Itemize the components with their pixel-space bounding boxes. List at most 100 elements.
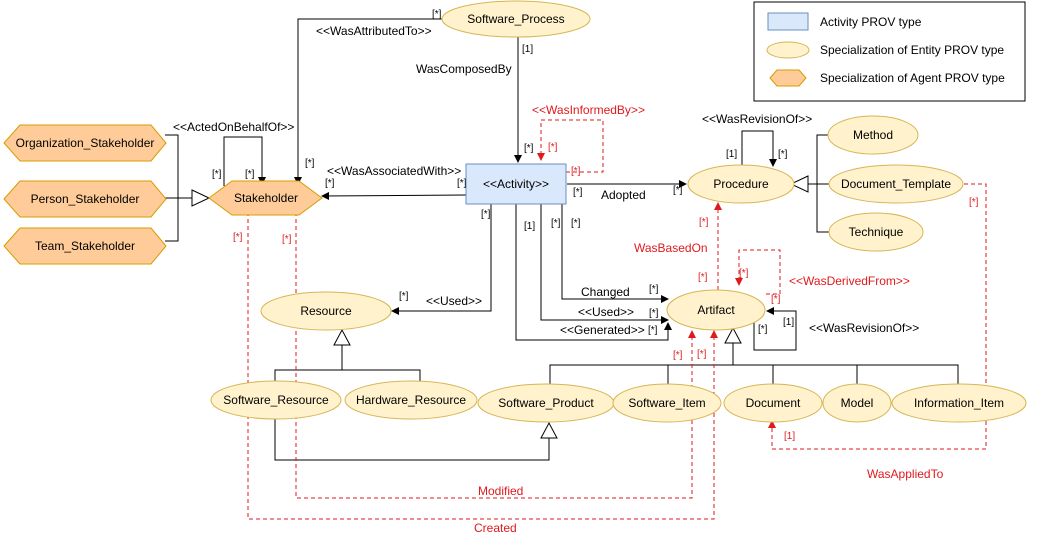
edge-artifact-revision	[753, 307, 797, 351]
node-document[interactable]: Document	[723, 383, 823, 423]
node-software-process-label: Software_Process	[467, 12, 564, 26]
node-technique-label: Technique	[849, 225, 904, 239]
node-method-label: Method	[853, 128, 893, 142]
label-adopted: Adopted	[601, 188, 646, 202]
mult-adopted-activity: [*]	[573, 187, 583, 198]
label-modified: Modified	[478, 484, 523, 498]
node-software-process[interactable]: Software_Process	[441, 0, 591, 38]
mult-associated-activity: [*]	[457, 178, 467, 189]
mult-used-resource: [*]	[399, 291, 409, 302]
node-organization-stakeholder[interactable]: Organization_Stakeholder	[3, 124, 167, 162]
mult-artifact-rev-a: [*]	[758, 324, 768, 335]
edge-procedure-revision	[741, 130, 777, 167]
legend-agent-label: Specialization of Agent PROV type	[820, 71, 1005, 85]
inheritance-stakeholder	[165, 134, 211, 242]
node-document-template-label: Document_Template	[841, 177, 951, 191]
edge-used-resource	[391, 204, 492, 315]
legend-activity-swatch	[767, 12, 809, 31]
node-software-resource[interactable]: Software_Resource	[210, 380, 342, 420]
mult-procedure-rev-b: [*]	[778, 149, 788, 160]
label-was-informed-by: <<WasInformedBy>>	[532, 103, 645, 117]
label-was-revision-of-procedure: <<WasRevisionOf>>	[702, 112, 812, 126]
node-artifact-label: Artifact	[697, 303, 735, 317]
node-hardware-resource-label: Hardware_Resource	[356, 393, 466, 407]
mult-informed-b: [*]	[571, 166, 581, 177]
label-used-resource: <<Used>>	[426, 294, 482, 308]
node-procedure[interactable]: Procedure	[687, 164, 795, 204]
mult-based-procedure: [*]	[699, 217, 709, 228]
node-person-stakeholder-label: Person_Stakeholder	[31, 192, 140, 206]
node-artifact[interactable]: Artifact	[666, 289, 766, 331]
mult-used-artifact-artifact: [*]	[649, 308, 659, 319]
node-software-resource-label: Software_Resource	[223, 393, 329, 407]
edge-was-applied-to	[768, 183, 987, 450]
label-created: Created	[474, 521, 517, 535]
node-organization-stakeholder-label: Organization_Stakeholder	[16, 136, 155, 150]
mult-generated-activity: [1]	[524, 221, 535, 232]
label-was-attributed-to: <<WasAttributedTo>>	[316, 24, 432, 38]
node-software-item-label: Software_Item	[628, 396, 705, 410]
edge-used-artifact	[540, 204, 669, 324]
mult-changed-artifact: [*]	[649, 284, 659, 295]
mult-attributed-process: [*]	[432, 9, 442, 20]
inheritance-artifact	[549, 326, 959, 384]
mult-behalf-a: [*]	[212, 169, 222, 180]
node-procedure-label: Procedure	[713, 177, 769, 191]
node-stakeholder[interactable]: Stakeholder	[208, 180, 323, 216]
node-software-product[interactable]: Software_Product	[477, 383, 615, 423]
node-software-item[interactable]: Software_Item	[612, 383, 722, 423]
node-method[interactable]: Method	[827, 115, 919, 155]
label-used-artifact: <<Used>>	[578, 305, 634, 319]
inheritance-procedure	[789, 134, 830, 233]
node-person-stakeholder[interactable]: Person_Stakeholder	[3, 180, 167, 218]
edge-changed	[561, 204, 669, 303]
node-hardware-resource[interactable]: Hardware_Resource	[344, 380, 478, 420]
mult-created-stakeholder: [*]	[233, 232, 243, 243]
label-was-applied-to: WasAppliedTo	[867, 467, 944, 481]
edge-acted-on-behalf-of	[223, 136, 266, 186]
mult-created-artifact: [*]	[697, 349, 707, 360]
mult-composed-activity: [*]	[524, 143, 534, 154]
node-stakeholder-label: Stakeholder	[234, 191, 298, 205]
mult-generated-artifact: [*]	[648, 325, 658, 336]
label-generated: <<Generated>>	[560, 323, 645, 337]
mult-derived-a: [*]	[739, 268, 749, 279]
node-information-item-label: Information_Item	[914, 396, 1004, 410]
label-was-composed-by: WasComposedBy	[416, 62, 512, 76]
label-acted-on-behalf-of: <<ActedOnBehalfOf>>	[173, 120, 294, 134]
mult-attributed-stakeholder: [*]	[305, 158, 315, 169]
node-team-stakeholder[interactable]: Team_Stakeholder	[3, 227, 167, 265]
node-activity[interactable]: <<Activity>>	[465, 163, 567, 205]
label-was-revision-of-artifact: <<WasRevisionOf>>	[809, 321, 919, 335]
legend-agent-swatch	[769, 69, 807, 87]
label-was-based-on: WasBasedOn	[634, 241, 708, 255]
mult-used-artifact-activity: [*]	[551, 218, 561, 229]
node-resource-label: Resource	[300, 304, 352, 318]
mult-associated-stakeholder: [*]	[325, 178, 335, 189]
mult-adopted-procedure: [*]	[673, 185, 683, 196]
legend-entity-label: Specialization of Entity PROV type	[820, 43, 1004, 57]
label-changed: Changed	[581, 285, 630, 299]
mult-used-activity: [*]	[481, 209, 491, 220]
edge-was-informed-by	[537, 119, 604, 173]
mult-applied-template: [*]	[969, 197, 979, 208]
mult-procedure-rev-a: [1]	[726, 149, 737, 160]
mult-derived-b: [*]	[771, 294, 781, 305]
node-resource[interactable]: Resource	[260, 291, 392, 331]
legend-activity-label: Activity PROV type	[820, 15, 922, 29]
node-document-label: Document	[746, 396, 801, 410]
edge-created	[247, 212, 718, 520]
node-model[interactable]: Model	[822, 383, 892, 423]
edge-was-derived-from	[735, 249, 781, 295]
edge-was-associated-with	[321, 191, 467, 200]
mult-changed-activity: [*]	[571, 218, 581, 229]
mult-modified-artifact: [*]	[673, 350, 683, 361]
mult-composed-process: [1]	[522, 44, 533, 55]
legend-entity-swatch	[766, 41, 810, 59]
mult-based-artifact: [*]	[698, 272, 708, 283]
label-was-derived-from: <<WasDerivedFrom>>	[789, 274, 910, 288]
node-technique[interactable]: Technique	[828, 212, 924, 252]
node-information-item[interactable]: Information_Item	[891, 383, 1027, 423]
node-model-label: Model	[841, 396, 874, 410]
node-document-template[interactable]: Document_Template	[828, 164, 964, 204]
